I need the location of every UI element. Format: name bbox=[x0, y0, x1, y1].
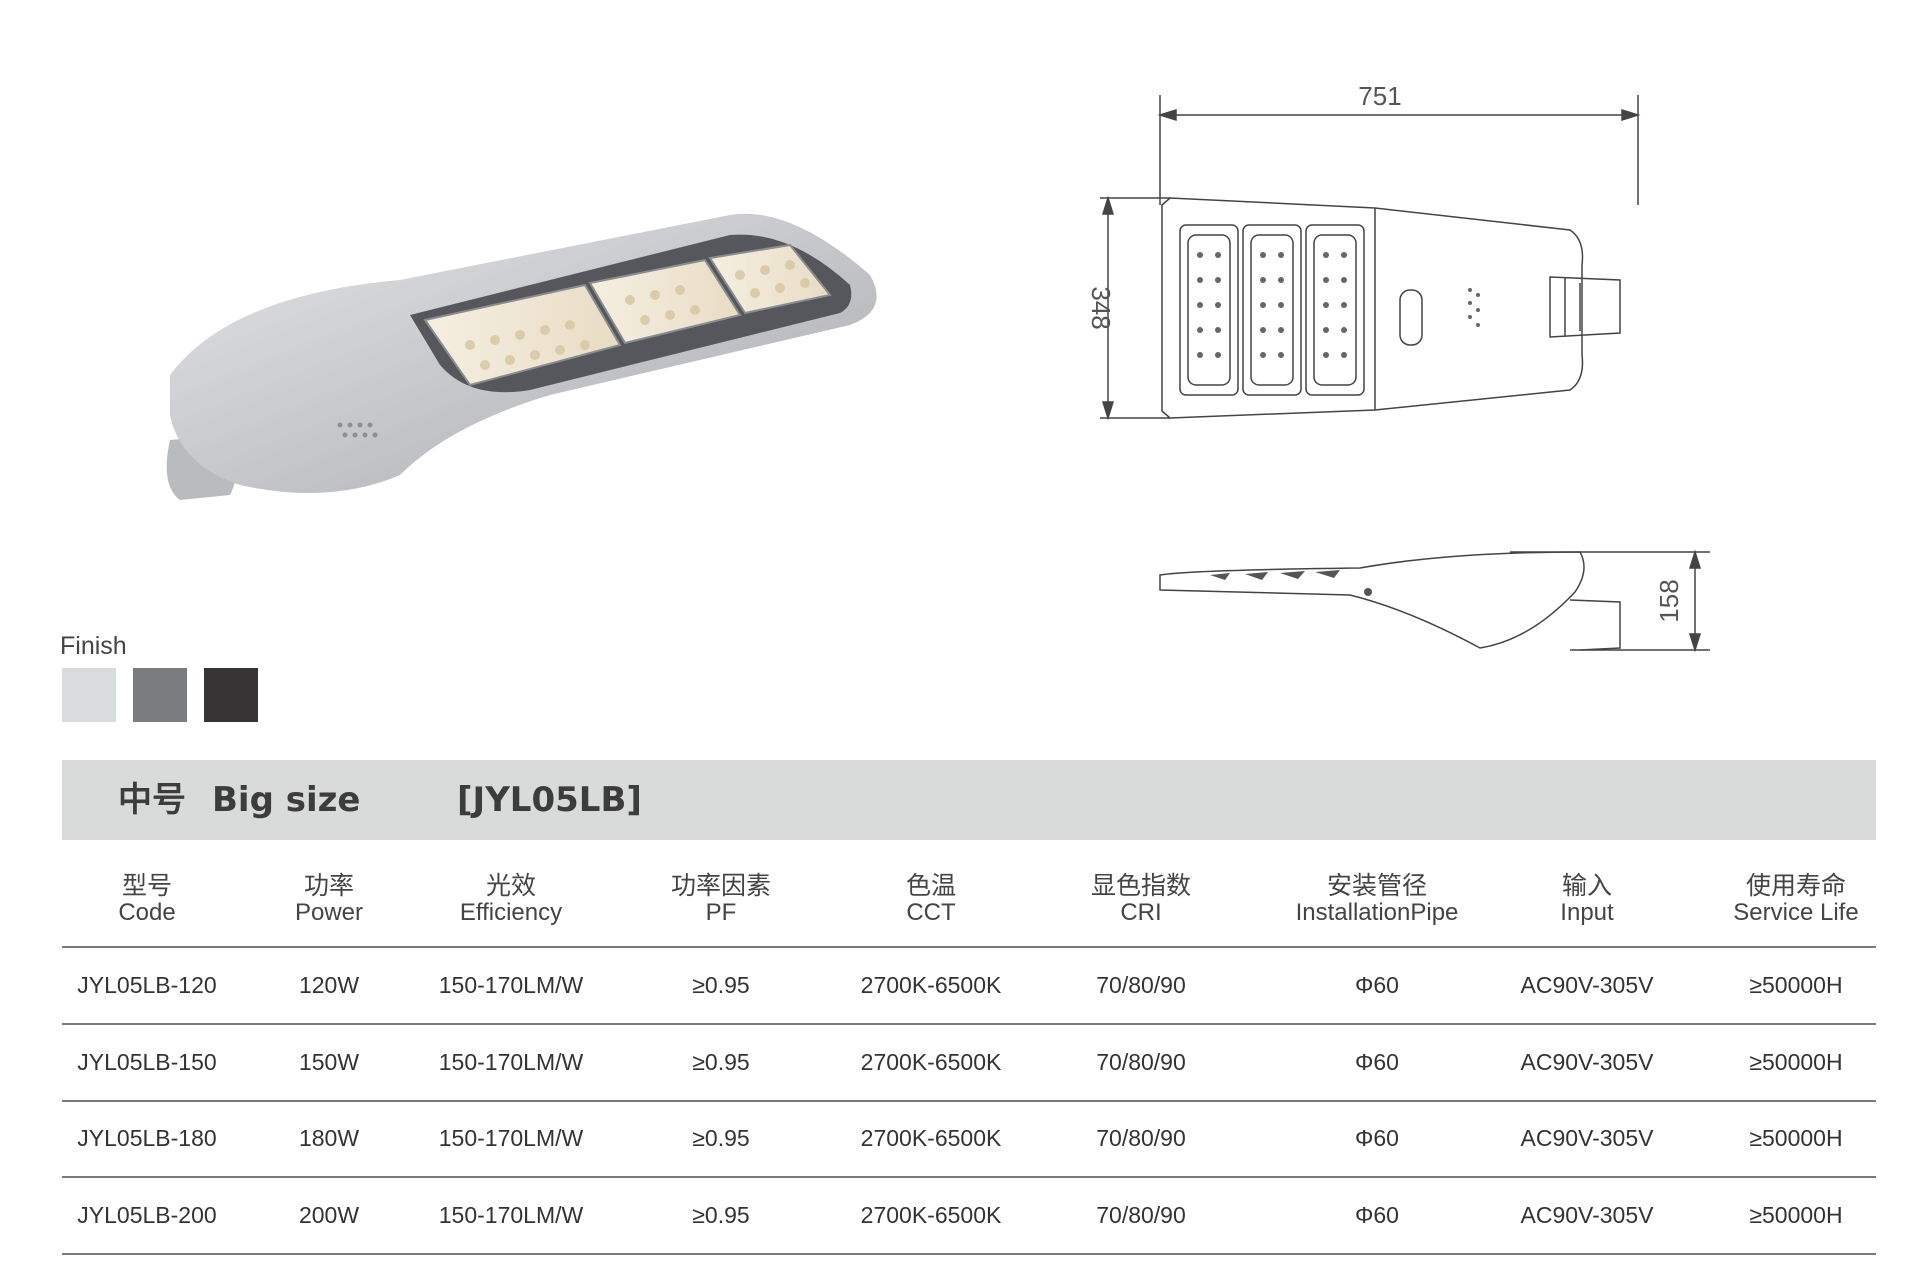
cell-cri: 70/80/90 bbox=[1096, 1202, 1186, 1228]
header-en: Power bbox=[294, 899, 364, 926]
dim-width: 751 bbox=[1358, 81, 1401, 111]
cell-code: JYL05LB-180 bbox=[77, 1125, 217, 1151]
cell-life: ≥50000H bbox=[1749, 1049, 1843, 1075]
cell-code: JYL05LB-150 bbox=[77, 1049, 217, 1075]
header-cn: 使用寿命 bbox=[1745, 872, 1846, 900]
table-row: JYL05LB-180 180W 150-170LM/W ≥0.95 2700K-650… bbox=[62, 1101, 1876, 1178]
cell-cri: 70/80/90 bbox=[1096, 1049, 1186, 1075]
cell-efficiency: 150-170LM/W bbox=[438, 1049, 584, 1075]
cell-life: ≥50000H bbox=[1749, 972, 1843, 998]
cell-pf: ≥0.95 bbox=[692, 972, 750, 998]
dim-height: 348 bbox=[1086, 286, 1116, 329]
header-cn: 色温 bbox=[905, 872, 956, 900]
header-en: PF bbox=[705, 899, 737, 926]
cell-code: JYL05LB-200 bbox=[77, 1202, 217, 1228]
cell-cct: 2700K-6500K bbox=[860, 1202, 1002, 1228]
header-en: CCT bbox=[906, 899, 956, 926]
finish-swatch-3 bbox=[204, 668, 258, 722]
header-en: Service Life bbox=[1733, 899, 1859, 926]
cell-efficiency: 150-170LM/W bbox=[438, 972, 584, 998]
cell-pipe: Φ60 bbox=[1355, 1125, 1399, 1151]
header-cn: 光效 bbox=[485, 872, 536, 900]
cell-pipe: Φ60 bbox=[1355, 1202, 1399, 1228]
header-en: Code bbox=[118, 899, 176, 926]
product-photo bbox=[166, 213, 877, 500]
cell-pipe: Φ60 bbox=[1355, 972, 1399, 998]
cell-pipe: Φ60 bbox=[1355, 1049, 1399, 1075]
top-view-drawing: 751 348 bbox=[1086, 81, 1641, 421]
cell-cct: 2700K-6500K bbox=[860, 1125, 1002, 1151]
header-cn: 安装管径 bbox=[1326, 872, 1427, 900]
cell-cct: 2700K-6500K bbox=[860, 1049, 1002, 1075]
cell-efficiency: 150-170LM/W bbox=[438, 1125, 584, 1151]
cell-cri: 70/80/90 bbox=[1096, 972, 1186, 998]
header-cn: 显色指数 bbox=[1090, 872, 1191, 900]
size-title-band: 中号 Big size [JYL05LB] bbox=[62, 760, 1876, 840]
cell-power: 150W bbox=[298, 1049, 360, 1075]
header-cn: 功率 bbox=[303, 872, 354, 900]
cell-power: 120W bbox=[298, 972, 360, 998]
cell-input: AC90V-305V bbox=[1520, 1049, 1654, 1075]
finish-swatch-2 bbox=[133, 668, 187, 722]
cell-code: JYL05LB-120 bbox=[77, 972, 217, 998]
header-en: Efficiency bbox=[459, 899, 563, 926]
header-en: InstallationPipe bbox=[1295, 899, 1459, 926]
size-en: Big size bbox=[212, 780, 361, 820]
finish-label: Finish bbox=[60, 632, 127, 660]
header-en: Input bbox=[1560, 899, 1614, 926]
header-cn: 输入 bbox=[1561, 872, 1612, 900]
cell-input: AC90V-305V bbox=[1520, 1202, 1654, 1228]
cell-life: ≥50000H bbox=[1749, 1202, 1843, 1228]
cell-cct: 2700K-6500K bbox=[860, 972, 1002, 998]
cell-pf: ≥0.95 bbox=[692, 1125, 750, 1151]
cell-cri: 70/80/90 bbox=[1096, 1125, 1186, 1151]
cell-input: AC90V-305V bbox=[1520, 1125, 1654, 1151]
cell-efficiency: 150-170LM/W bbox=[438, 1202, 584, 1228]
side-view-drawing: 158 bbox=[1159, 549, 1710, 653]
table-row: JYL05LB-120 120W 150-170LM/W ≥0.95 2700K-650… bbox=[62, 948, 1876, 1025]
header-en: CRI bbox=[1120, 899, 1162, 926]
size-cn: 中号 bbox=[118, 780, 186, 820]
header-cn: 型号 bbox=[121, 872, 172, 900]
cell-input: AC90V-305V bbox=[1520, 972, 1654, 998]
cell-pf: ≥0.95 bbox=[692, 1202, 750, 1228]
cell-power: 180W bbox=[298, 1125, 360, 1151]
header-cn: 功率因素 bbox=[670, 872, 771, 900]
table-row: JYL05LB-150 150W 150-170LM/W ≥0.95 2700K-650… bbox=[62, 1025, 1876, 1102]
cell-pf: ≥0.95 bbox=[692, 1049, 750, 1075]
dim-side-height: 158 bbox=[1654, 579, 1684, 622]
finish-swatch-1 bbox=[62, 668, 116, 722]
table-row: JYL05LB-200 200W 150-170LM/W ≥0.95 2700K-650… bbox=[62, 1178, 1876, 1255]
model-code: [JYL05LB] bbox=[457, 780, 642, 820]
cell-power: 200W bbox=[298, 1202, 360, 1228]
cell-life: ≥50000H bbox=[1749, 1125, 1843, 1151]
